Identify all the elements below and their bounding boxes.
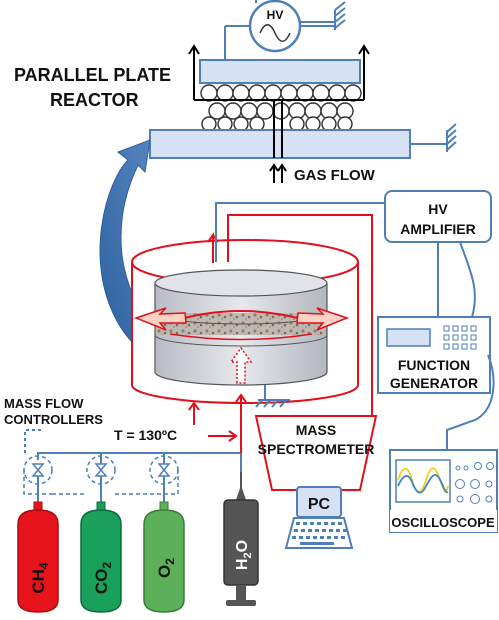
gas-flow-label: GAS FLOW	[294, 167, 376, 184]
mass-spectrometer-label-2: SPECTROMETER	[258, 441, 375, 457]
function-generator[interactable]: FUNCTION GENERATOR	[377, 316, 491, 394]
svg-text:H2O: H2O	[234, 540, 254, 570]
pc[interactable]: PC	[284, 486, 354, 549]
co2-cylinder: CO2	[80, 501, 122, 613]
bottom-electrode	[149, 129, 411, 159]
top-electrode	[199, 59, 361, 84]
o2-cylinder: O2	[143, 501, 185, 613]
ground-icon	[446, 123, 457, 152]
blue-trace	[397, 474, 449, 494]
oscilloscope-label: OSCILLOSCOPE	[391, 515, 495, 530]
gas-path-lines	[188, 44, 370, 158]
ch4-main: CH	[29, 569, 48, 594]
oscilloscope-knobs	[455, 462, 494, 504]
ch4-sub: 4	[37, 562, 51, 569]
gas-inlet-arrows	[269, 163, 287, 183]
oscilloscope-screen	[395, 459, 451, 503]
svg-text:O2: O2	[155, 558, 177, 578]
hv-source-label: HV	[267, 8, 284, 22]
gas-inlet-dashed-arrow-icon	[229, 346, 253, 384]
keyboard-icon	[284, 517, 354, 549]
ch4-cylinder: CH4	[17, 501, 59, 613]
h2o-syringe: H2O	[223, 472, 259, 606]
o2-sub: 2	[163, 558, 177, 565]
hv-source: HV	[224, 0, 346, 60]
valve-icons	[31, 463, 171, 477]
temperature-label: T = 130ºC	[114, 427, 177, 443]
left-flow-arrow-icon	[133, 307, 187, 331]
ground-icon	[334, 1, 346, 30]
right-flow-arrow-icon	[296, 307, 350, 331]
mass-spectrometer-label-1: MASS	[296, 422, 336, 438]
co2-main: CO	[92, 569, 111, 595]
hv-amplifier[interactable]: HV AMPLIFIER	[384, 190, 492, 243]
mass-flow-label-1: MASS FLOW	[4, 396, 84, 411]
ground-icon	[255, 385, 290, 408]
oscilloscope[interactable]: OSCILLOSCOPE	[389, 449, 498, 533]
function-generator-display	[386, 328, 431, 347]
o2-main: O	[155, 565, 174, 578]
reactor-cylinder	[154, 269, 328, 386]
h2o-tail: O	[234, 540, 251, 552]
h2o-main: H	[234, 559, 251, 571]
function-generator-buttons	[443, 325, 477, 350]
parallel-plate-reactor: GAS FLOW	[149, 44, 457, 184]
mass-spectrometer[interactable]: MASS SPECTROMETER	[254, 415, 378, 491]
h2o-sub: 2	[242, 552, 254, 558]
hv-amplifier-label-2: AMPLIFIER	[400, 221, 475, 237]
pc-label: PC	[308, 496, 331, 513]
function-generator-label-1: FUNCTION	[398, 357, 470, 373]
reactor-title-line1: PARALLEL PLATE	[14, 65, 171, 85]
svg-text:CH4: CH4	[29, 562, 51, 594]
co2-sub: 2	[100, 562, 114, 569]
reactor-title-line2: REACTOR	[50, 90, 139, 110]
svg-text:CO2: CO2	[92, 562, 114, 595]
function-generator-label-2: GENERATOR	[390, 375, 478, 391]
mass-flow-label-2: CONTROLLERS	[4, 412, 103, 427]
hv-amplifier-label-1: HV	[428, 201, 448, 217]
keyboard-keys	[292, 522, 347, 545]
sine-icon	[259, 24, 291, 42]
hv-cable	[215, 202, 385, 262]
